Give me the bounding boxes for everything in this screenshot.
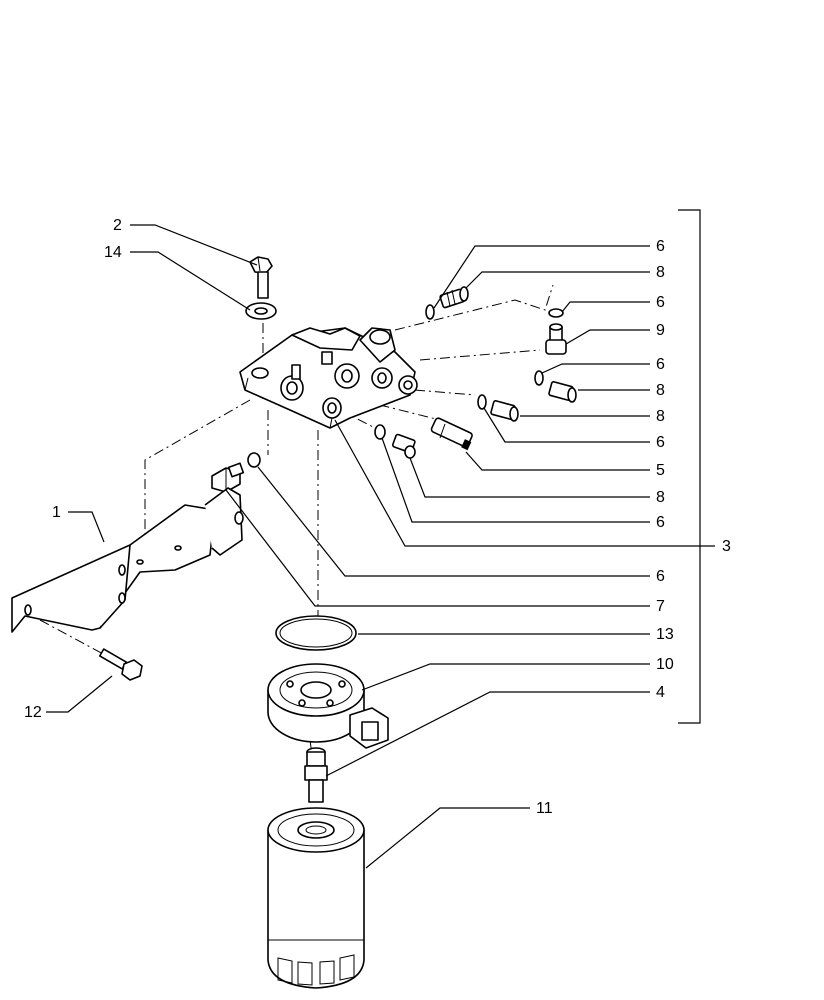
callout-8: 8 bbox=[656, 408, 665, 425]
callout-14: 14 bbox=[104, 244, 122, 261]
callout-3: 3 bbox=[722, 538, 731, 555]
bolt-part-2 bbox=[249, 256, 273, 299]
nipple-part-4 bbox=[304, 747, 328, 803]
callout-13: 13 bbox=[656, 626, 674, 643]
callout-10: 10 bbox=[656, 656, 674, 673]
callout-6: 6 bbox=[656, 356, 665, 373]
o-rings-part-6 bbox=[247, 304, 564, 468]
callout-11: 11 bbox=[536, 800, 553, 817]
callout-6: 6 bbox=[656, 238, 665, 255]
leader-lines bbox=[46, 224, 715, 869]
washer-part-14 bbox=[245, 302, 277, 320]
callout-7: 7 bbox=[656, 598, 665, 615]
callout-8: 8 bbox=[656, 489, 665, 506]
callout-6: 6 bbox=[656, 434, 665, 451]
fitting-part-8-top bbox=[439, 286, 469, 309]
callout-9: 9 bbox=[656, 322, 665, 339]
sensor-part-9 bbox=[545, 323, 567, 355]
fitting-part-8-right-lower bbox=[490, 400, 519, 422]
fitting-part-8-bottom bbox=[391, 433, 416, 459]
callout-2: 2 bbox=[113, 217, 122, 234]
callout-1: 1 bbox=[52, 504, 61, 521]
sensor-part-5 bbox=[430, 417, 473, 451]
callout-6: 6 bbox=[656, 294, 665, 311]
callout-8: 8 bbox=[656, 264, 665, 281]
callout-8: 8 bbox=[656, 382, 665, 399]
callout-6: 6 bbox=[656, 568, 665, 585]
gasket-part-13 bbox=[275, 615, 357, 651]
adapter-plate-part-10 bbox=[267, 663, 389, 749]
callout-6: 6 bbox=[656, 514, 665, 531]
mounting-bracket-part-1 bbox=[11, 487, 244, 633]
bolt-part-12 bbox=[98, 648, 143, 681]
callout-4: 4 bbox=[656, 684, 665, 701]
callout-5: 5 bbox=[656, 462, 665, 479]
filter-cartridge-part-11 bbox=[267, 807, 365, 989]
callout-12: 12 bbox=[24, 704, 42, 721]
plug-part-7 bbox=[211, 462, 245, 493]
fitting-part-8-right-upper bbox=[548, 381, 577, 403]
assembly-bracket bbox=[678, 209, 701, 724]
filter-head-housing bbox=[239, 327, 418, 429]
callout-labels: 2 14 1 12 6 8 6 9 6 8 8 6 5 8 6 3 6 7 13… bbox=[24, 217, 731, 817]
